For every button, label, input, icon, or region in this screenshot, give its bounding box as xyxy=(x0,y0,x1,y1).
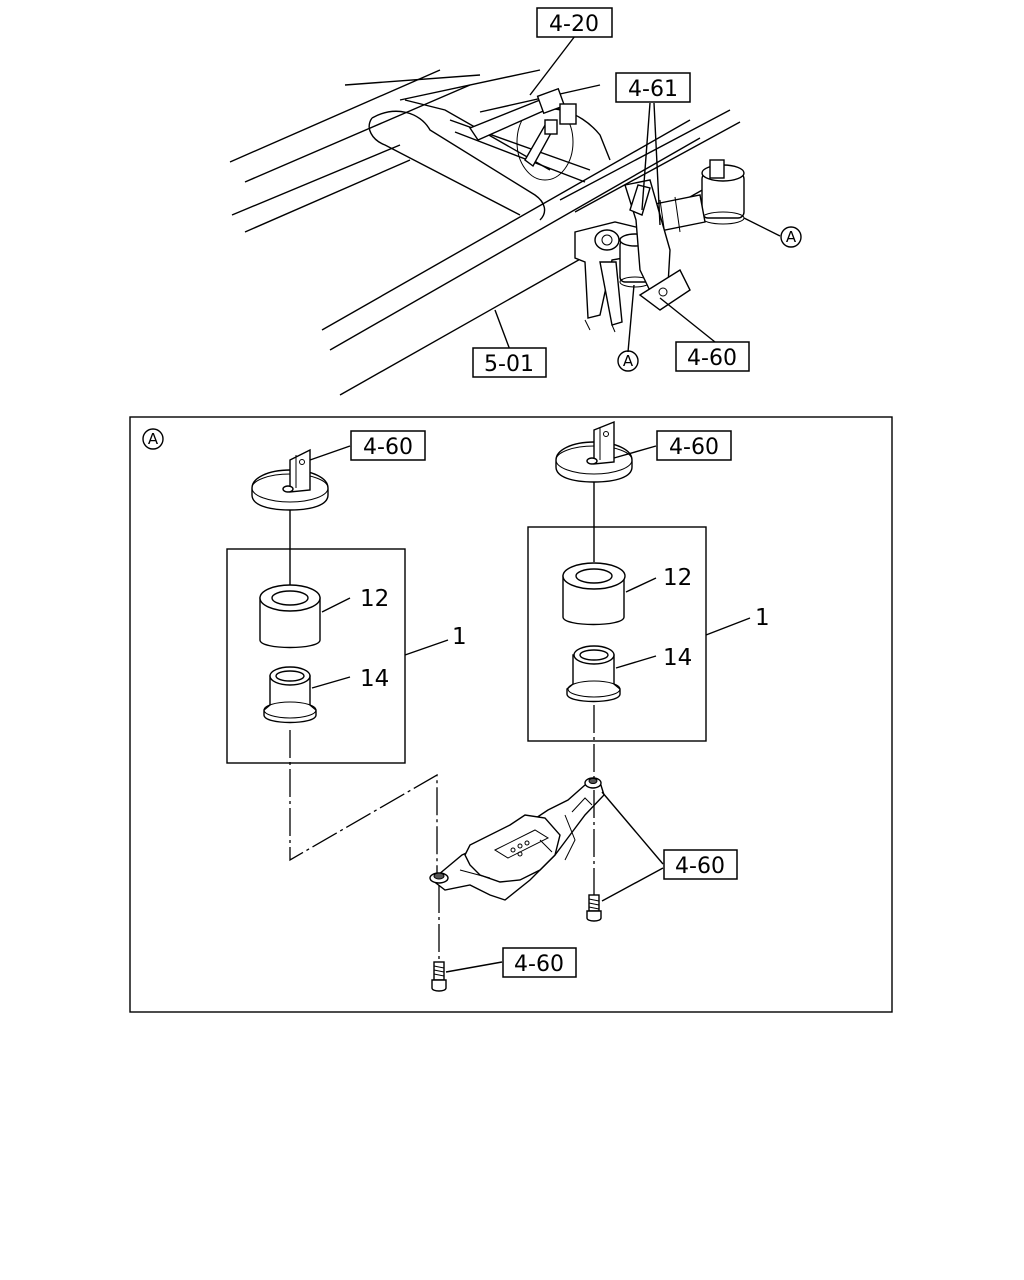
left-assembly-center-line xyxy=(289,730,438,875)
right-kit-box xyxy=(527,526,707,742)
part-number-14-left: 14 xyxy=(360,666,389,692)
svg-text:5-01: 5-01 xyxy=(484,352,534,377)
part-number-1-right: 1 xyxy=(755,605,770,631)
part-number-14-right: 14 xyxy=(663,645,692,671)
left-upper-seat[interactable] xyxy=(251,448,329,511)
svg-text:4-60: 4-60 xyxy=(363,435,413,460)
detail-marker-a-right[interactable]: A xyxy=(780,226,802,248)
callout-4-60-right-seat[interactable]: 4-60 xyxy=(656,430,732,461)
svg-text:4-20: 4-20 xyxy=(549,12,599,37)
left-bush-14[interactable] xyxy=(263,666,317,724)
callout-5-01[interactable]: 5-01 xyxy=(472,347,547,378)
callout-4-60-left-seat[interactable]: 4-60 xyxy=(350,430,426,461)
right-bolt[interactable] xyxy=(586,894,602,922)
detail-marker-a-frame: A xyxy=(142,428,164,450)
equalizer-beam[interactable] xyxy=(429,777,605,901)
left-bush-12[interactable] xyxy=(259,584,321,649)
svg-text:4-60: 4-60 xyxy=(675,854,725,879)
svg-text:4-61: 4-61 xyxy=(628,77,678,102)
part-number-12-left: 12 xyxy=(360,586,389,612)
detail-a-frame xyxy=(129,416,893,1013)
callout-4-60-right-bolt[interactable]: 4-60 xyxy=(663,849,738,880)
right-upper-seat[interactable] xyxy=(555,420,633,483)
detail-marker-a-bottom[interactable]: A xyxy=(617,350,639,372)
callout-4-61[interactable]: 4-61 xyxy=(615,72,691,103)
svg-text:4-60: 4-60 xyxy=(514,952,564,977)
chassis-overview-illustration xyxy=(229,35,781,396)
svg-text:A: A xyxy=(786,228,797,246)
svg-text:4-60: 4-60 xyxy=(669,435,719,460)
right-bush-12[interactable] xyxy=(562,562,626,626)
left-kit-box xyxy=(226,548,406,764)
right-bush-14[interactable] xyxy=(566,645,621,703)
svg-text:A: A xyxy=(148,430,159,448)
callout-4-20[interactable]: 4-20 xyxy=(536,7,613,38)
callout-4-60-bottom-bolt[interactable]: 4-60 xyxy=(502,947,577,978)
part-number-1-left: 1 xyxy=(452,624,467,650)
bottom-bolt[interactable] xyxy=(431,961,447,992)
part-number-12-right: 12 xyxy=(663,565,692,591)
svg-text:4-60: 4-60 xyxy=(687,346,737,371)
callout-4-60-top[interactable]: 4-60 xyxy=(675,341,750,372)
svg-text:A: A xyxy=(623,352,634,370)
